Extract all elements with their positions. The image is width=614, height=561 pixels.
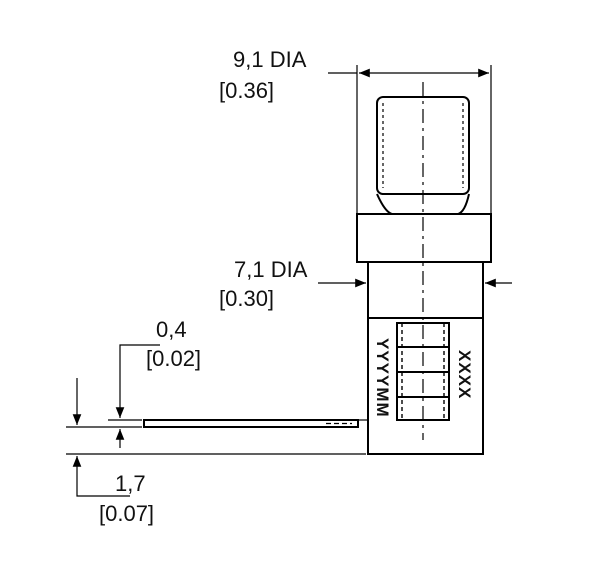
dim-inner-diameter: 7,1 DIA [0.30] — [219, 257, 512, 311]
part-code-marking: XXXX — [455, 350, 474, 399]
outer-dia-inch: [0.36] — [219, 78, 274, 103]
lower-body — [367, 317, 484, 455]
inner-dia-inch: [0.30] — [219, 286, 274, 311]
lead — [143, 419, 368, 428]
dim-outer-diameter: 9,1 DIA [0.36] — [219, 47, 492, 213]
dim-lead-offset: 1,7 [0.07] — [66, 378, 366, 526]
lead-offset-mm: 1,7 — [115, 471, 146, 496]
lead-offset-inch: [0.07] — [99, 501, 154, 526]
dim-lead-thickness: 0,4 [0.02] — [108, 317, 201, 448]
flange — [356, 213, 492, 263]
lead-thickness-mm: 0,4 — [156, 317, 187, 342]
date-code-marking: YYYYMM — [373, 338, 392, 418]
inner-dia-mm: 7,1 DIA — [234, 257, 308, 282]
middle-body — [367, 261, 484, 319]
lead-thickness-inch: [0.02] — [146, 346, 201, 371]
outer-dia-mm: 9,1 DIA — [233, 47, 307, 72]
sensor-component: YYYYMM XXXX — [356, 82, 492, 455]
